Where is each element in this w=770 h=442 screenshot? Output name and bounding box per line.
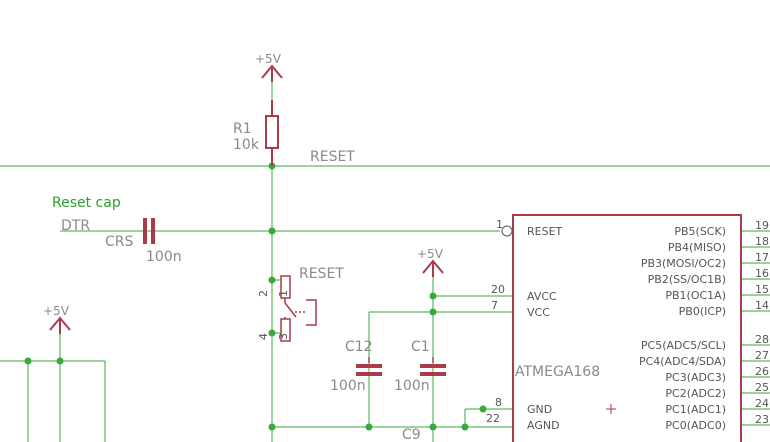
- cap-c1-value: 100n: [394, 378, 430, 394]
- junction: [479, 405, 487, 413]
- chip-pin-label: GND: [527, 403, 552, 416]
- switch-pin-4: 4: [257, 333, 270, 340]
- chip-pin-label: PB4(MISO): [668, 241, 726, 254]
- labels: +5V +5V +5V RESET DTR Reset cap R1 10k C…: [43, 52, 600, 442]
- junction: [365, 423, 373, 431]
- chip-pin-label: PC3(ADC3): [665, 371, 726, 384]
- junction: [461, 423, 469, 431]
- chip-pin-number: 22: [486, 412, 500, 425]
- chip-pin-number: 27: [755, 349, 769, 362]
- chip-pin-label: AVCC: [527, 290, 557, 303]
- chip-pin-label: PB5(SCK): [674, 225, 726, 238]
- supply-symbols: [49, 64, 444, 334]
- chip-pin-number: 18: [755, 235, 769, 248]
- chip-pin-number: 8: [495, 396, 502, 409]
- cap-polarity: [368, 357, 434, 363]
- chip-pin-number: 15: [755, 283, 769, 296]
- chip-pin-label: RESET: [527, 225, 563, 238]
- chip-pin-label: PB1(OC1A): [665, 289, 726, 302]
- chip-pin-number: 24: [755, 397, 769, 410]
- reset-switch: [280, 275, 317, 342]
- chip-pin-label: PC4(ADC4/SDA): [639, 355, 726, 368]
- junction: [429, 308, 437, 316]
- switch-pin-3: 3: [277, 333, 290, 340]
- chip-pin-label: VCC: [527, 306, 550, 319]
- capacitor-c12: [356, 364, 382, 376]
- junctions: [24, 162, 487, 431]
- chip-pin-number: 20: [491, 283, 505, 296]
- junction: [429, 292, 437, 300]
- chip-pin-number: 25: [755, 381, 769, 394]
- net-label-reset: RESET: [310, 149, 355, 165]
- capacitor-crs: [143, 218, 155, 244]
- chip-pin-number: 19: [755, 219, 769, 232]
- resistor-name: R1: [233, 121, 252, 137]
- chip-pin-label: PC1(ADC1): [665, 403, 726, 416]
- cap-c9-name: C9: [402, 427, 421, 442]
- chip-pin-number: 23: [755, 413, 769, 426]
- chip-pin-number: 14: [755, 299, 769, 312]
- junction: [56, 357, 64, 365]
- supply-label-mid: +5V: [417, 247, 444, 261]
- switch-pin-2: 2: [257, 290, 270, 297]
- chip-pin-number: 17: [755, 251, 769, 264]
- resistor-body: [265, 115, 279, 149]
- junction: [268, 329, 276, 337]
- supply-label-top: +5V: [255, 52, 282, 66]
- cap-c12-value: 100n: [330, 378, 366, 394]
- chip-pin-label: PC5(ADC5/SCL): [641, 339, 726, 352]
- chip-pin-number: 28: [755, 333, 769, 346]
- cap-c1-name: C1: [411, 339, 430, 355]
- atmega-chip: [501, 214, 742, 442]
- chip-body: [512, 214, 742, 442]
- chip-pin-label: PB2(SS/OC1B): [648, 273, 726, 286]
- chip-name: ATMEGA168: [515, 364, 600, 380]
- capacitor-c1: [420, 364, 446, 376]
- chip-pin-number: 1: [496, 218, 503, 231]
- junction: [24, 357, 32, 365]
- resistor-value: 10k: [233, 137, 260, 153]
- reset-inversion-bubble: [501, 225, 513, 237]
- chip-pin-number: 16: [755, 267, 769, 280]
- chip-pin-label: AGND: [527, 419, 560, 432]
- chip-pin-label: PC0(ADC0): [665, 419, 726, 432]
- chip-pin-label: PB0(ICP): [679, 305, 726, 318]
- supply-label-left: +5V: [43, 304, 70, 318]
- switch-name: RESET: [299, 266, 344, 282]
- chip-pin-label: PC2(ADC2): [665, 387, 726, 400]
- cap-crs-value: 100n: [146, 249, 182, 265]
- chip-pin-label: PB3(MOSI/OC2): [641, 257, 726, 270]
- cap-c12-name: C12: [345, 339, 373, 355]
- switch-lever: [284, 302, 297, 318]
- chip-pin-number: 26: [755, 365, 769, 378]
- junction: [268, 423, 276, 431]
- chip-pin-number: 7: [491, 299, 498, 312]
- net-label-dtr: DTR: [61, 218, 90, 234]
- junction: [429, 423, 437, 431]
- junction: [268, 227, 276, 235]
- cap-crs-name: CRS: [105, 234, 134, 250]
- junction: [268, 276, 276, 284]
- resistor-r1: [265, 100, 279, 166]
- switch-pin-1: 1: [277, 290, 290, 297]
- switch-actuator: [306, 299, 317, 326]
- note-reset-cap: Reset cap: [52, 195, 121, 211]
